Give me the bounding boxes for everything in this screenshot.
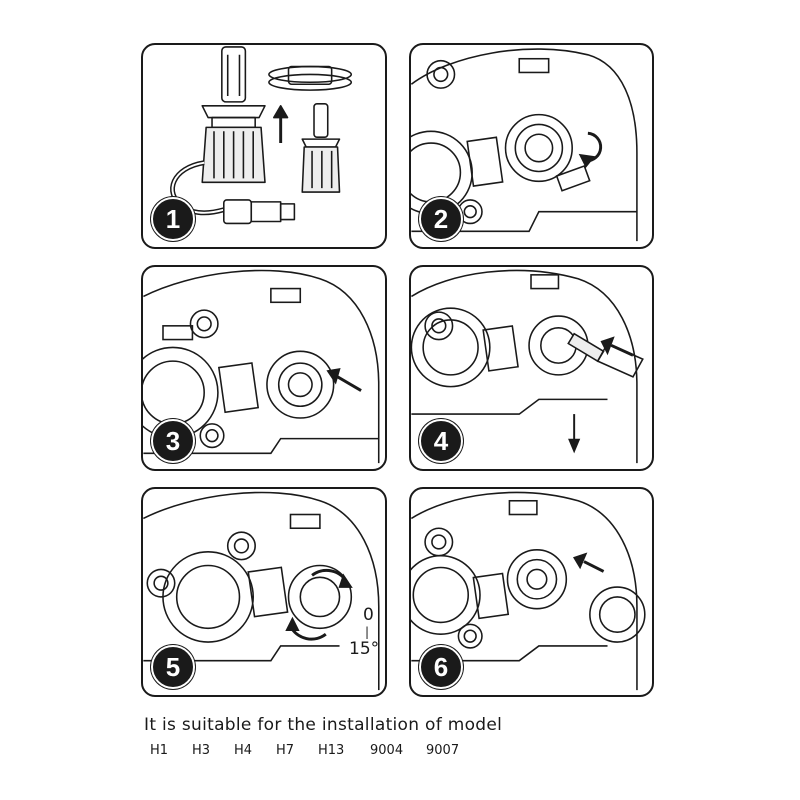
step-5-panel: 0 | 15° 5 [141,487,387,697]
step-6-panel: 6 [409,487,654,697]
headlight-housing-illustration [411,491,646,691]
model-h7: H7 [276,743,295,758]
angle-label-bottom: 15° [349,639,380,659]
step-1-panel: 1 [141,43,387,249]
step-number-badge: 1 [151,197,195,241]
headlight-housing-illustration [411,269,644,464]
angle-divider: | [365,625,370,639]
step-3-panel: 3 [141,265,387,471]
model-9007: 9007 [426,743,460,758]
model-list: H1 H3 H4 H7 H13 9004 9007 [150,743,476,758]
model-h4: H4 [234,743,253,758]
step-number-badge: 5 [151,645,195,689]
step-number-badge: 3 [151,419,195,463]
step-2-panel: 2 [409,43,654,249]
model-h13: H13 [318,743,345,758]
headlight-housing-illustration [143,491,380,691]
step-number-badge: 4 [419,419,463,463]
compatibility-caption: It is suitable for the installation of m… [144,715,503,735]
model-h3: H3 [192,743,211,758]
model-9004: 9004 [370,743,404,758]
model-h1: H1 [150,743,169,758]
angle-label-top: 0 [363,605,374,625]
step-number-badge: 6 [419,645,463,689]
step-4-panel: 4 [409,265,654,471]
step-number-badge: 2 [419,197,463,241]
